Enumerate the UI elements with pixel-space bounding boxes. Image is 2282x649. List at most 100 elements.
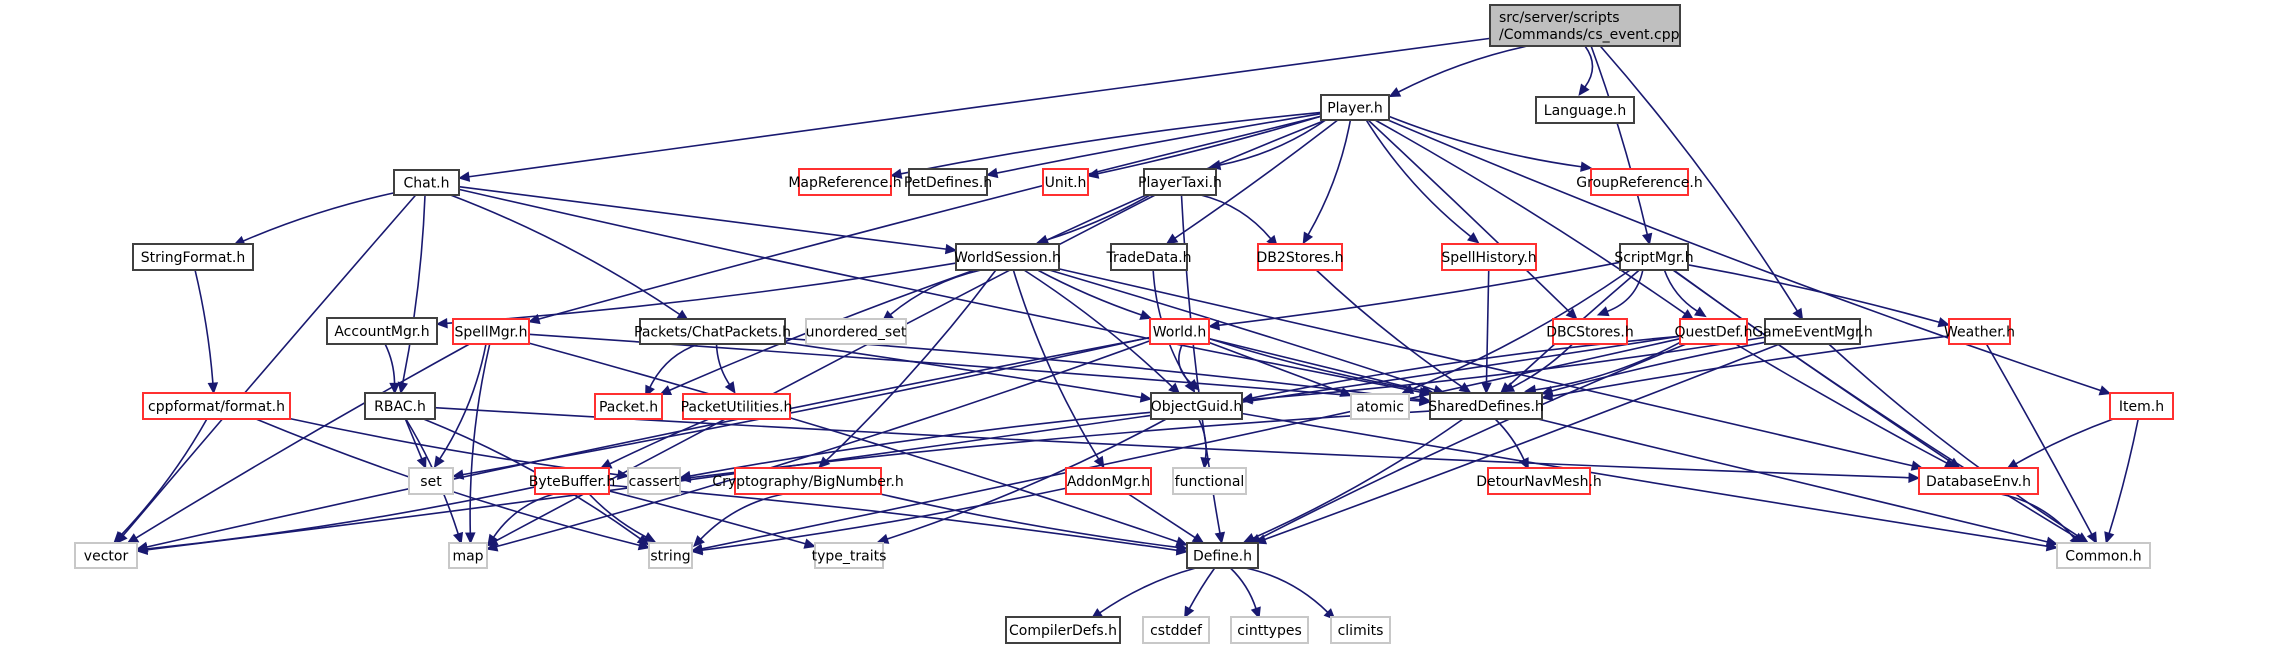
node-questdef[interactable]: QuestDef.h: [1675, 318, 1753, 345]
node-world[interactable]: World.h: [1149, 318, 1210, 345]
node-box: [1172, 467, 1247, 495]
node-detournavmesh[interactable]: DetourNavMesh.h: [1476, 467, 1602, 495]
nodes-layer: src/server/scripts/Commands/cs_event.cpp…: [74, 4, 2174, 644]
node-addonmgr[interactable]: AddonMgr.h: [1065, 467, 1152, 495]
node-petdefines[interactable]: PetDefines.h: [904, 168, 992, 196]
arrowhead-icon: [985, 167, 999, 179]
edge-world-to-atomic: [1208, 341, 1353, 397]
edge-line: [1590, 45, 1649, 235]
node-box: [1142, 616, 1210, 644]
edge-line: [1828, 343, 2080, 538]
node-vector[interactable]: vector: [74, 542, 138, 569]
node-root[interactable]: src/server/scripts/Commands/cs_event.cpp: [1489, 4, 1681, 47]
edge-line: [289, 417, 619, 476]
node-stringformat[interactable]: StringFormat.h: [132, 243, 254, 271]
node-box: [734, 467, 882, 495]
node-weather[interactable]: Weather.h: [1944, 318, 2015, 345]
node-databaseenv[interactable]: DatabaseEnv.h: [1918, 467, 2039, 495]
edge-scriptmgr-to-questdef: [1663, 269, 1707, 318]
edge-gameeventmgr-to-objectguid: [1240, 336, 1766, 405]
node-compilerdefs[interactable]: CompilerDefs.h: [1005, 616, 1121, 644]
node-atomic[interactable]: atomic: [1350, 393, 1410, 420]
edge-item-to-databaseenv: [2006, 418, 2114, 470]
node-tradedata[interactable]: TradeData.h: [1105, 243, 1192, 271]
edge-line: [468, 37, 1491, 178]
node-box: [393, 169, 460, 196]
node-objectguid[interactable]: ObjectGuid.h: [1150, 392, 1243, 420]
edge-player-to-dbcstores: [1367, 119, 1578, 320]
node-map[interactable]: map: [448, 542, 488, 569]
node-player[interactable]: Player.h: [1320, 94, 1390, 121]
arrowhead-icon: [643, 532, 656, 543]
node-box: [1535, 96, 1635, 124]
node-label: ByteBuffer.h: [529, 474, 616, 490]
node-common[interactable]: Common.h: [2056, 542, 2151, 569]
node-cinttypes[interactable]: cinttypes: [1230, 616, 1309, 644]
node-spellmgr[interactable]: SpellMgr.h: [452, 318, 530, 345]
edge-worldsession-to-objectguid: [1023, 269, 1181, 395]
node-unordered-set[interactable]: unordered_set: [805, 318, 907, 345]
node-bignumber[interactable]: Cryptography/BigNumber.h: [712, 467, 904, 495]
node-shareddefines[interactable]: SharedDefines.h: [1428, 392, 1544, 420]
node-label: Packet.h: [599, 400, 658, 416]
node-box: [1764, 318, 1861, 345]
edge-worldsession-to-accountmgr: [435, 262, 957, 329]
node-functional[interactable]: functional: [1172, 467, 1247, 495]
edge-line: [1551, 335, 1950, 397]
node-box: [594, 393, 663, 420]
arrowhead-icon: [678, 472, 692, 483]
node-rbac[interactable]: RBAC.h: [364, 392, 436, 420]
node-format[interactable]: cppformat/format.h: [142, 392, 291, 420]
node-spellhistory[interactable]: SpellHistory.h: [1441, 243, 1537, 271]
node-label: Language.h: [1544, 103, 1626, 119]
arrowhead-icon: [1240, 394, 1253, 405]
node-playertaxi[interactable]: PlayerTaxi.h: [1138, 168, 1222, 196]
node-box: [1150, 392, 1243, 420]
node-packet[interactable]: Packet.h: [594, 393, 663, 420]
node-label: PlayerTaxi.h: [1138, 175, 1222, 191]
edge-format-to-vector: [113, 418, 208, 544]
node-language[interactable]: Language.h: [1535, 96, 1635, 124]
node-box: [1948, 318, 2011, 345]
node-string[interactable]: string: [648, 542, 693, 569]
node-type-traits[interactable]: type_traits: [812, 542, 887, 569]
edge-line: [2015, 418, 2114, 465]
node-dbcstores[interactable]: DBCStores.h: [1546, 318, 1634, 345]
edge-bytebuffer-to-vector: [135, 486, 536, 555]
edge-chatpackets-to-objectguid: [784, 341, 1153, 403]
node-worldsession[interactable]: WorldSession.h: [954, 243, 1061, 271]
node-scriptmgr[interactable]: ScriptMgr.h: [1614, 243, 1694, 271]
node-bytebuffer[interactable]: ByteBuffer.h: [529, 467, 616, 495]
node-label: Unit.h: [1045, 175, 1087, 191]
node-gameeventmgr[interactable]: GameEventMgr.h: [1752, 318, 1873, 345]
node-unit[interactable]: Unit.h: [1042, 168, 1089, 196]
node-label: AddonMgr.h: [1067, 474, 1150, 490]
edge-line: [1058, 268, 1913, 467]
node-cstddef[interactable]: cstddef: [1142, 616, 1210, 644]
arrowhead-icon: [2098, 385, 2112, 396]
edge-line: [1012, 269, 1100, 460]
edge-line: [1037, 269, 1142, 316]
edge-line: [1365, 119, 1472, 238]
edge-line: [609, 418, 710, 465]
node-set[interactable]: set: [408, 467, 454, 495]
arrowhead-icon: [452, 531, 464, 545]
node-groupreference[interactable]: GroupReference.h: [1576, 168, 1703, 196]
node-box: [1042, 168, 1089, 196]
node-item[interactable]: Item.h: [2109, 392, 2174, 420]
node-define[interactable]: Define.h: [1186, 542, 1259, 569]
edge-line: [146, 335, 1681, 551]
node-climits[interactable]: climits: [1330, 616, 1391, 644]
edge-line: [715, 343, 731, 385]
node-cassert[interactable]: cassert: [627, 467, 681, 495]
node-box: [908, 168, 988, 196]
node-accountmgr[interactable]: AccountMgr.h: [326, 317, 438, 345]
node-db2stores[interactable]: DB2Stores.h: [1257, 243, 1344, 271]
edge-line: [1099, 567, 1196, 614]
node-chatpackets[interactable]: Packets/ChatPackets.h: [634, 318, 791, 345]
node-chat[interactable]: Chat.h: [393, 169, 460, 196]
node-mapreference[interactable]: MapReference.h: [788, 168, 902, 196]
node-label: GameEventMgr.h: [1752, 325, 1873, 341]
node-label: climits: [1338, 623, 1384, 639]
node-packetutilities[interactable]: PacketUtilities.h: [681, 393, 793, 420]
